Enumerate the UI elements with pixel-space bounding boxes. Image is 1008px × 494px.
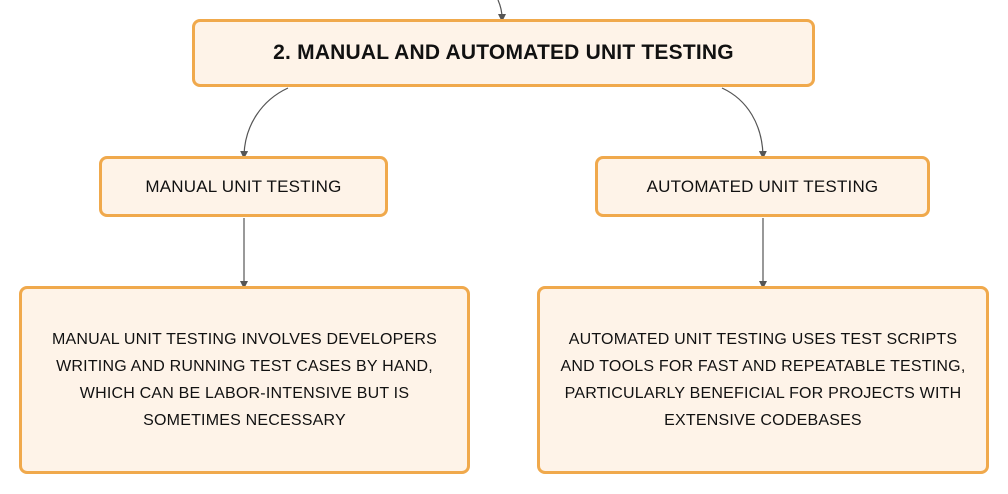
incoming-connector bbox=[497, 0, 506, 22]
root-topic-node[interactable]: 2. MANUAL AND AUTOMATED UNIT TESTING bbox=[192, 19, 815, 87]
manual-unit-testing-node[interactable]: MANUAL UNIT TESTING bbox=[99, 156, 388, 217]
connector-root-to-automated bbox=[721, 87, 767, 159]
manual-unit-testing-label: MANUAL UNIT TESTING bbox=[145, 176, 342, 196]
manual-unit-testing-description: MANUAL UNIT TESTING INVOLVES DEVELOPERS … bbox=[51, 331, 438, 429]
connector-root-to-manual bbox=[240, 87, 289, 159]
manual-unit-testing-description-node[interactable]: MANUAL UNIT TESTING INVOLVES DEVELOPERS … bbox=[19, 286, 470, 474]
automated-unit-testing-node[interactable]: AUTOMATED UNIT TESTING bbox=[595, 156, 930, 217]
root-topic-label: 2. MANUAL AND AUTOMATED UNIT TESTING bbox=[273, 41, 734, 64]
automated-unit-testing-description: AUTOMATED UNIT TESTING USES TEST SCRIPTS… bbox=[560, 331, 966, 429]
automated-unit-testing-description-node[interactable]: AUTOMATED UNIT TESTING USES TEST SCRIPTS… bbox=[537, 286, 989, 474]
automated-unit-testing-label: AUTOMATED UNIT TESTING bbox=[646, 176, 879, 196]
